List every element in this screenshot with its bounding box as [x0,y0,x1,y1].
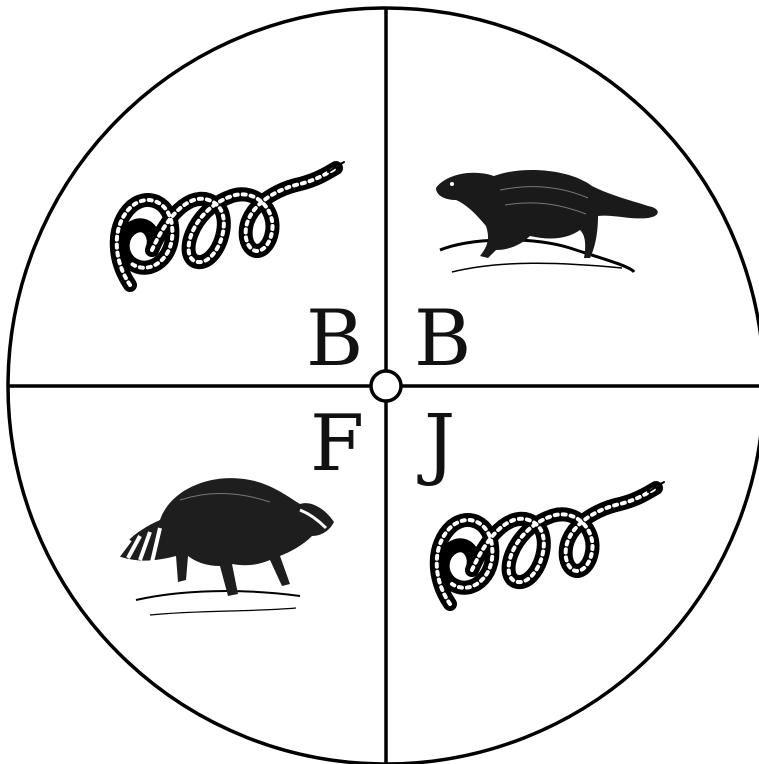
letter-top-right: B [414,300,471,378]
letter-bottom-right: J [424,405,455,483]
center-pivot [371,371,401,401]
letter-top-left: B [306,300,363,378]
letter-bottom-left: F [310,405,364,483]
